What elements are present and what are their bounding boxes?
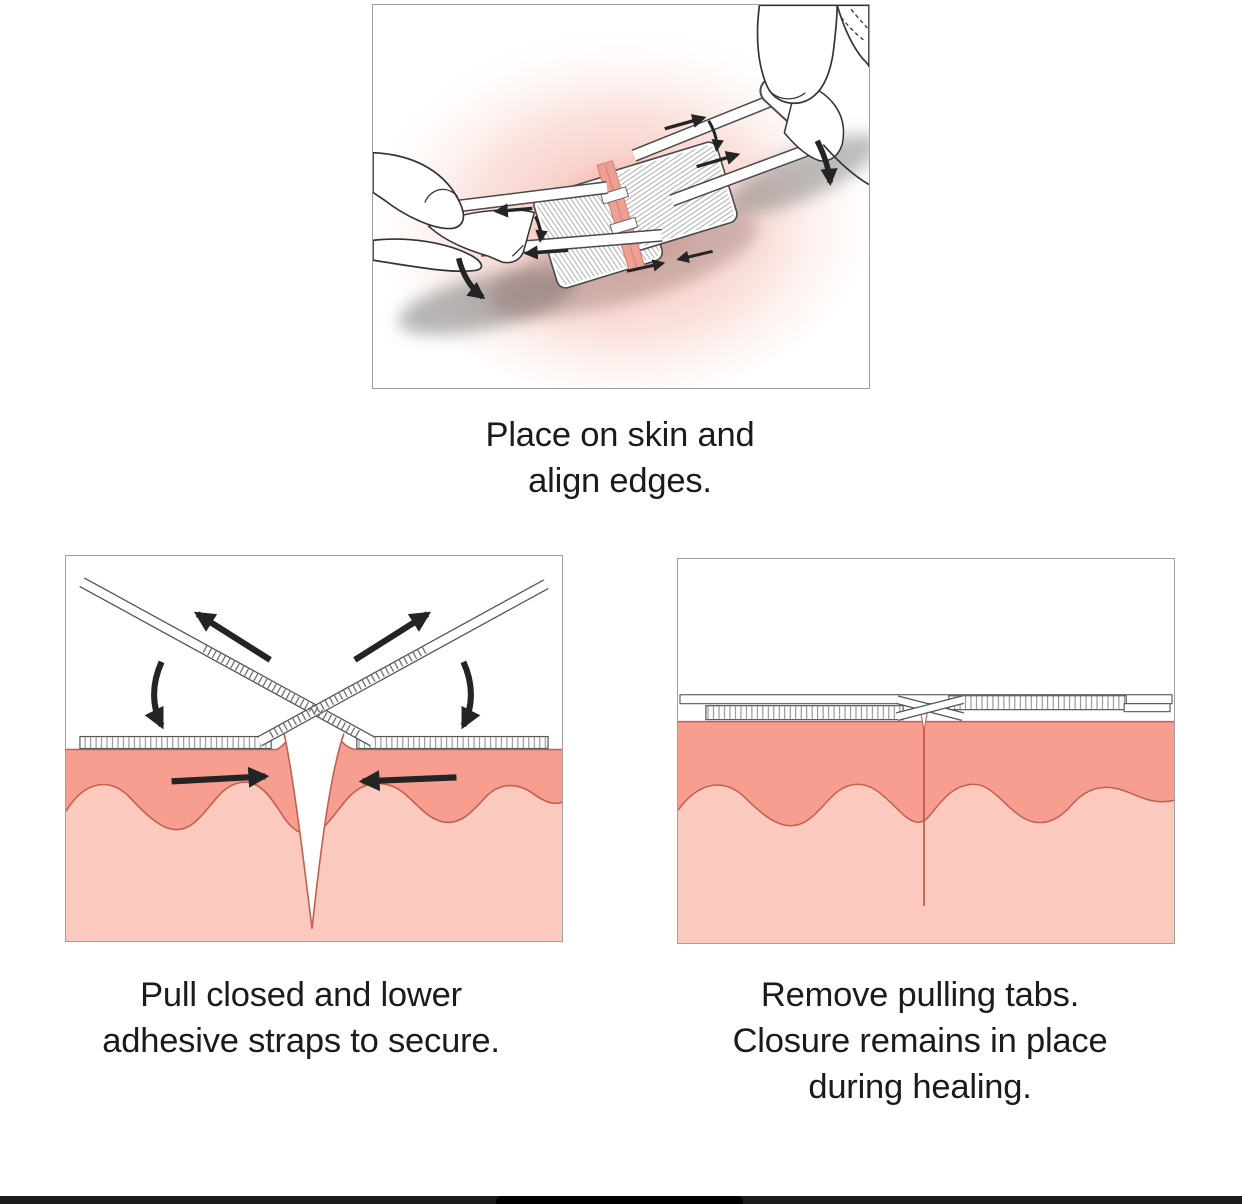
panel-pull-closed (65, 555, 563, 942)
open-wound (283, 723, 345, 929)
left-hand (373, 151, 483, 273)
crossing-pull-straps (79, 577, 549, 747)
wound-alignment-strip (596, 160, 646, 273)
caption-remove: Remove pulling tabs. Closure remains in … (670, 972, 1170, 1110)
progress-handle[interactable] (496, 1196, 743, 1204)
caption-place: Place on skin and align edges. (370, 412, 870, 504)
adhesive-strips (79, 735, 549, 750)
panel-closure-in-place (677, 558, 1175, 944)
panel-place-on-skin (372, 4, 870, 389)
right-hand (756, 5, 869, 186)
pull-straps (453, 92, 822, 257)
place-on-skin-illustration (373, 5, 869, 388)
caption-remove-line2: Closure remains in place (732, 1022, 1108, 1060)
pull-direction-arrows (455, 114, 838, 300)
close-direction-arrows (144, 611, 481, 792)
caption-pull: Pull closed and lower adhesive straps to… (51, 972, 551, 1064)
caption-remove-line1: Remove pulling tabs. (760, 976, 1080, 1014)
pull-closed-illustration (66, 577, 562, 941)
caption-pull-line2: adhesive straps to secure. (102, 1022, 500, 1060)
closure-in-place-illustration (678, 694, 1174, 943)
caption-pull-line1: Pull closed and lower (140, 976, 462, 1014)
caption-remove-line3: during healing. (808, 1068, 1032, 1106)
flat-closure-straps (679, 694, 1173, 721)
bottom-bar (0, 1196, 1242, 1204)
caption-place-line2: align edges. (528, 462, 712, 500)
caption-place-line1: Place on skin and (485, 416, 755, 454)
skin-cross-section (678, 720, 1174, 943)
